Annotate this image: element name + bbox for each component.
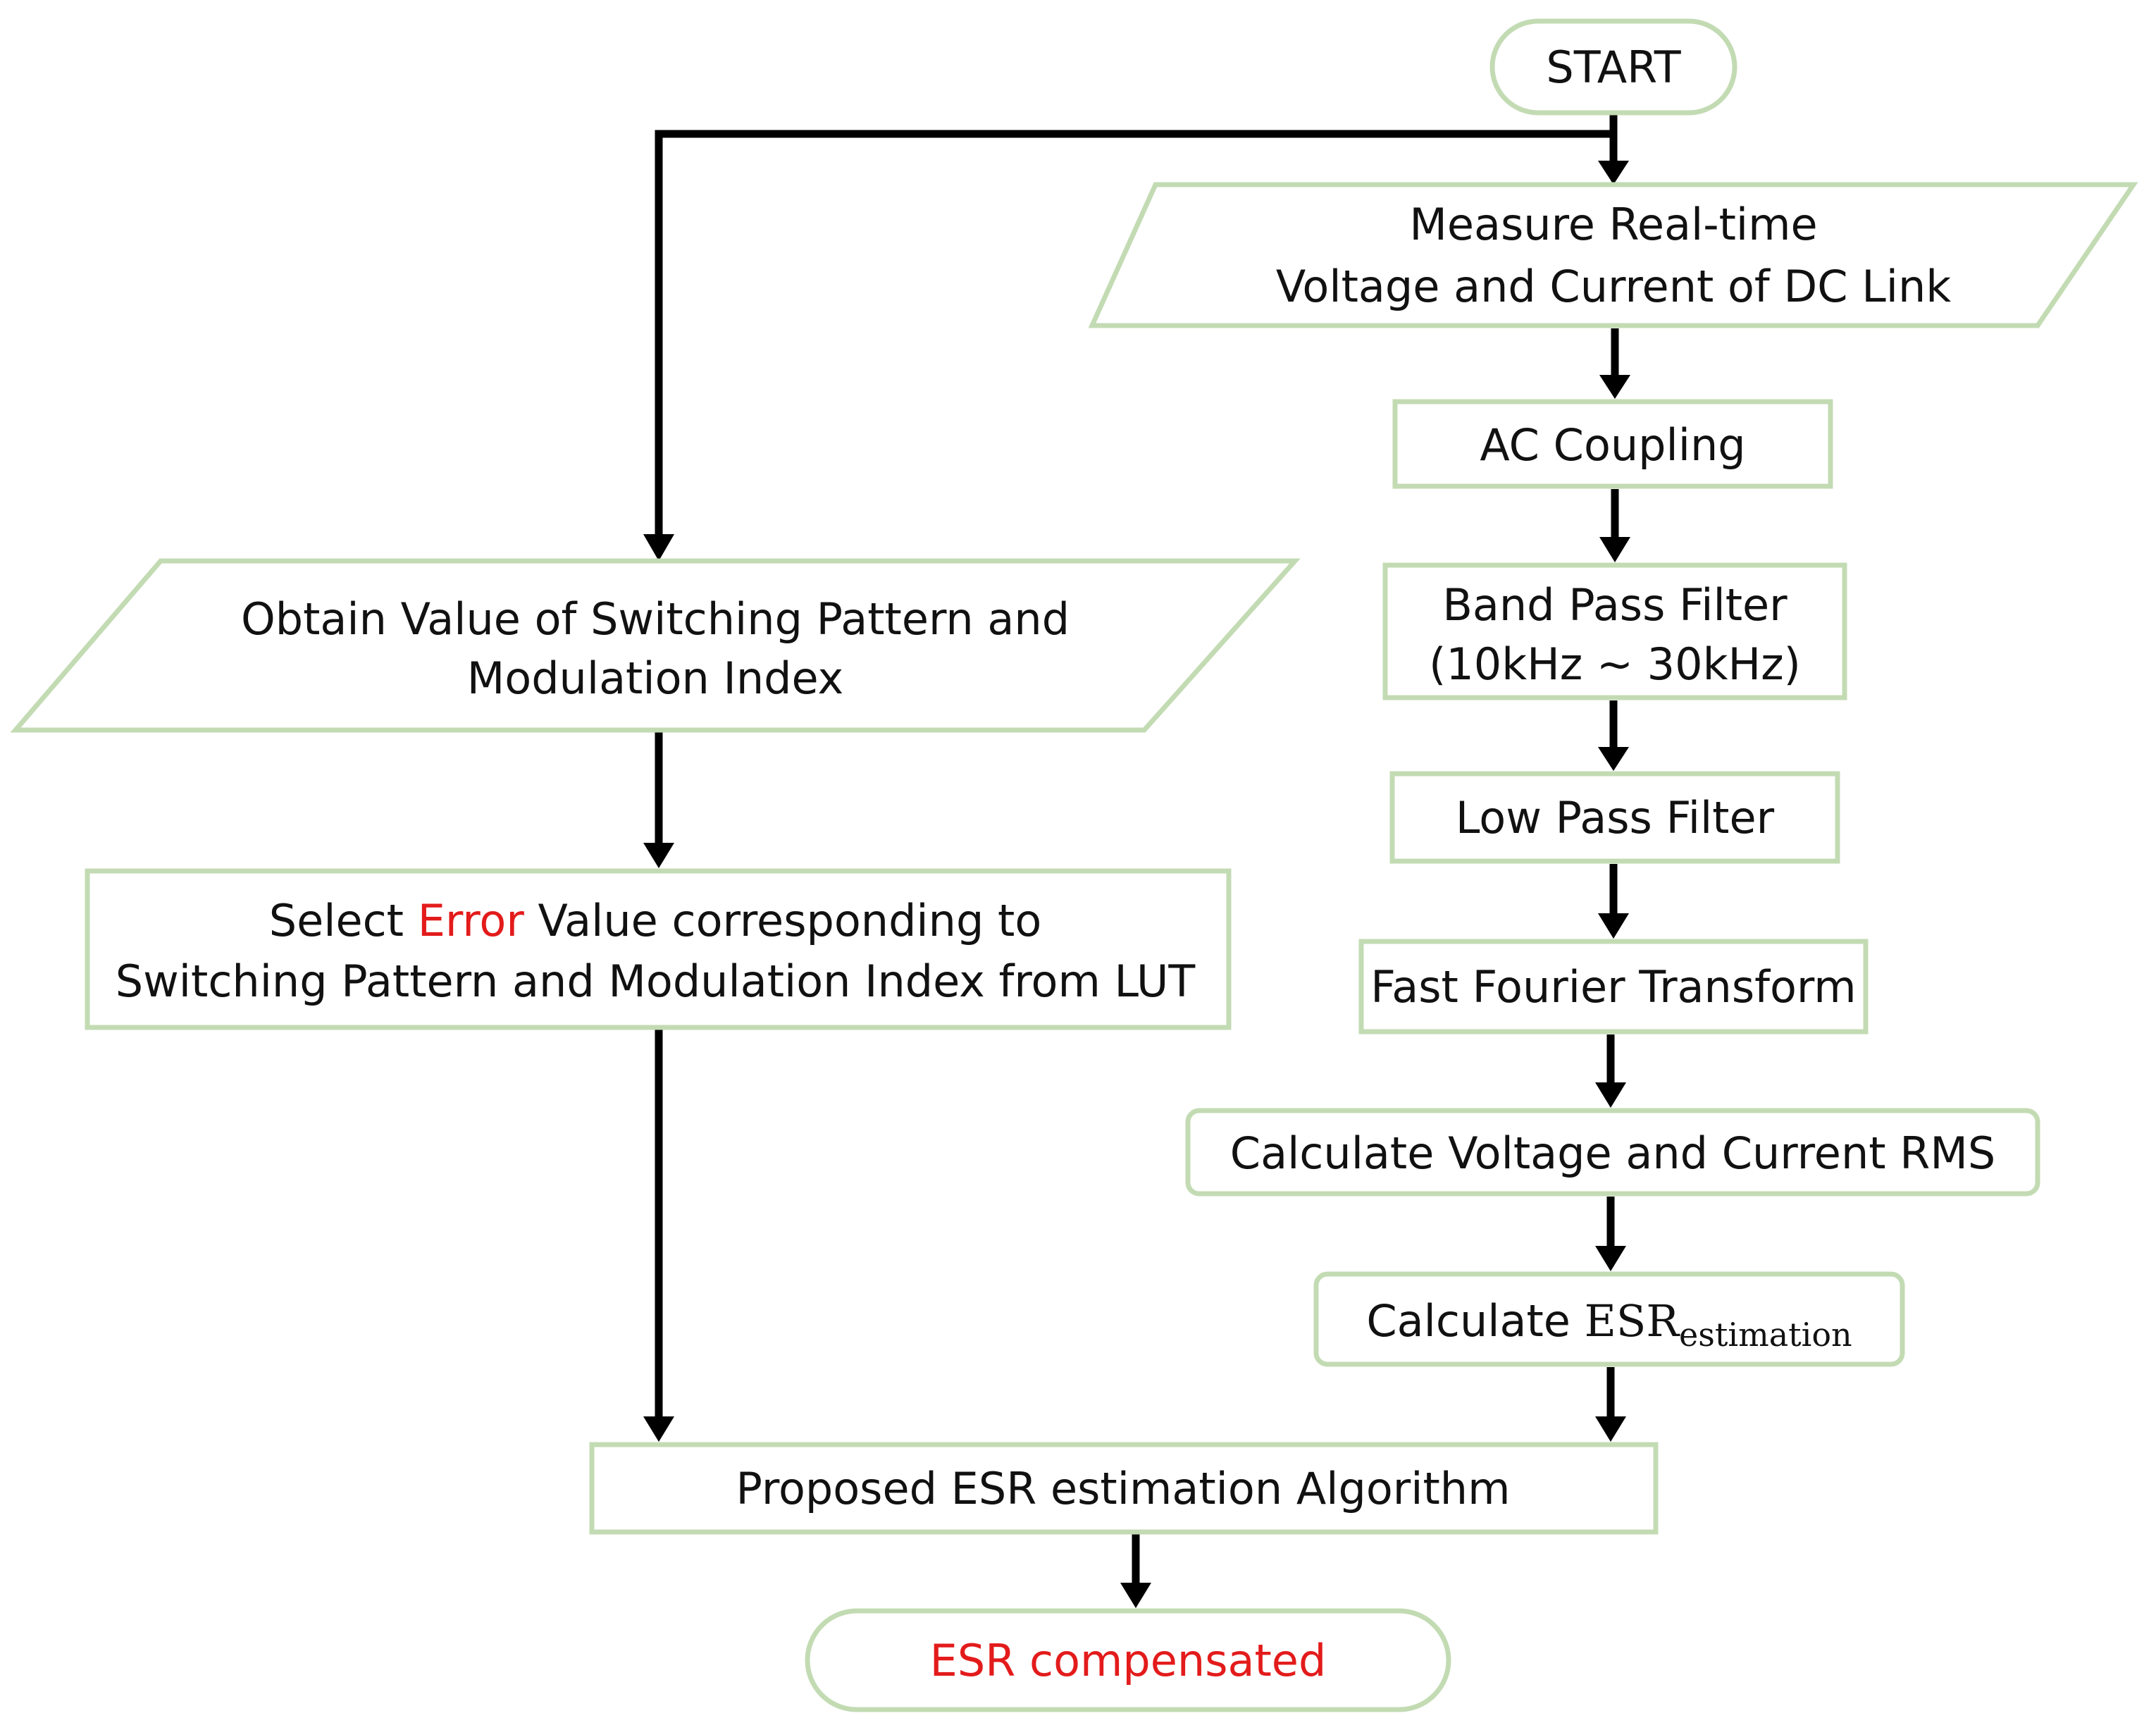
- end-terminator: [805, 1608, 1451, 1712]
- fft-node: Fast Fourier Transform: [1358, 939, 1869, 1034]
- band-pass-label-line2: (10kHz ~ 30kHz): [1429, 638, 1801, 690]
- low-pass-filter-label: Low Pass Filter: [1456, 792, 1775, 844]
- select-error-highlight: Error: [418, 895, 525, 946]
- measure-node: Measure Real-time Voltage and Current of…: [1088, 182, 2138, 328]
- select-error-box: [85, 868, 1232, 1030]
- calc-esr-symbol: ESR: [1585, 1295, 1681, 1347]
- arrowhead-lpf: [1598, 747, 1629, 771]
- edge-start-to-obtain: [655, 130, 1613, 534]
- ac-coupling-box: [1392, 399, 1833, 489]
- calc-esr-prefix: Calculate: [1366, 1295, 1584, 1347]
- band-pass-filter-box: [1382, 562, 1847, 700]
- select-error-line1: Select Error Value corresponding to: [269, 895, 1042, 946]
- select-error-prefix: Select: [269, 895, 418, 946]
- arrowhead-esr: [1595, 1246, 1626, 1271]
- proposed-label: Proposed ESR estimation Algorithm: [736, 1463, 1511, 1514]
- start-node: START: [1489, 18, 1737, 116]
- measure-label-line1: Measure Real-time: [1409, 199, 1817, 250]
- start-label: START: [1546, 42, 1681, 93]
- measure-parallelogram: [1088, 182, 2138, 328]
- fft-label: Fast Fourier Transform: [1370, 961, 1856, 1013]
- fft-box: [1358, 939, 1869, 1034]
- arrowhead-fft: [1598, 913, 1629, 939]
- calc-esr-box: [1313, 1271, 1905, 1367]
- calc-esr-label: Calculate ESRestimation: [1366, 1295, 1852, 1354]
- arrowhead-proposed-left: [643, 1416, 674, 1442]
- arrowhead-rms: [1595, 1082, 1626, 1108]
- arrowhead-select: [643, 843, 674, 868]
- arrowhead-proposed-right: [1595, 1416, 1626, 1442]
- arrowhead-ac: [1599, 375, 1630, 399]
- arrowhead-bpf: [1599, 537, 1630, 562]
- low-pass-filter-node: Low Pass Filter: [1389, 771, 1840, 864]
- obtain-label-line2: Modulation Index: [467, 653, 843, 704]
- obtain-label-line1: Obtain Value of Switching Pattern and: [241, 593, 1070, 645]
- low-pass-filter-box: [1389, 771, 1840, 864]
- ac-coupling-node: AC Coupling: [1392, 399, 1833, 489]
- arrowhead-measure: [1598, 161, 1629, 185]
- connectors: [643, 113, 1630, 1608]
- ac-coupling-label: AC Coupling: [1480, 419, 1745, 471]
- proposed-node: Proposed ESR estimation Algorithm: [589, 1442, 1659, 1535]
- calc-rms-box: [1185, 1108, 2040, 1197]
- calc-esr-node: Calculate ESRestimation: [1313, 1271, 1905, 1367]
- end-label: ESR compensated: [930, 1635, 1327, 1686]
- band-pass-label-line1: Band Pass Filter: [1442, 579, 1788, 631]
- measure-label-line2: Voltage and Current of DC Link: [1276, 261, 1951, 312]
- band-pass-filter-node: Band Pass Filter (10kHz ~ 30kHz): [1382, 562, 1847, 700]
- arrowhead-obtain: [643, 534, 674, 561]
- proposed-box: [589, 1442, 1659, 1535]
- select-error-node: Select Error Value corresponding to Swit…: [85, 868, 1232, 1030]
- obtain-node: Obtain Value of Switching Pattern and Mo…: [10, 558, 1301, 733]
- arrowhead-end: [1120, 1583, 1151, 1608]
- start-terminator: [1489, 18, 1737, 116]
- calc-esr-subscript: estimation: [1679, 1316, 1852, 1354]
- calc-rms-node: Calculate Voltage and Current RMS: [1185, 1108, 2040, 1197]
- calc-rms-label: Calculate Voltage and Current RMS: [1230, 1127, 1995, 1179]
- end-node: ESR compensated: [805, 1608, 1451, 1712]
- select-error-suffix: Value corresponding to: [524, 895, 1041, 946]
- select-error-line2: Switching Pattern and Modulation Index f…: [116, 956, 1196, 1007]
- obtain-parallelogram: [10, 558, 1301, 733]
